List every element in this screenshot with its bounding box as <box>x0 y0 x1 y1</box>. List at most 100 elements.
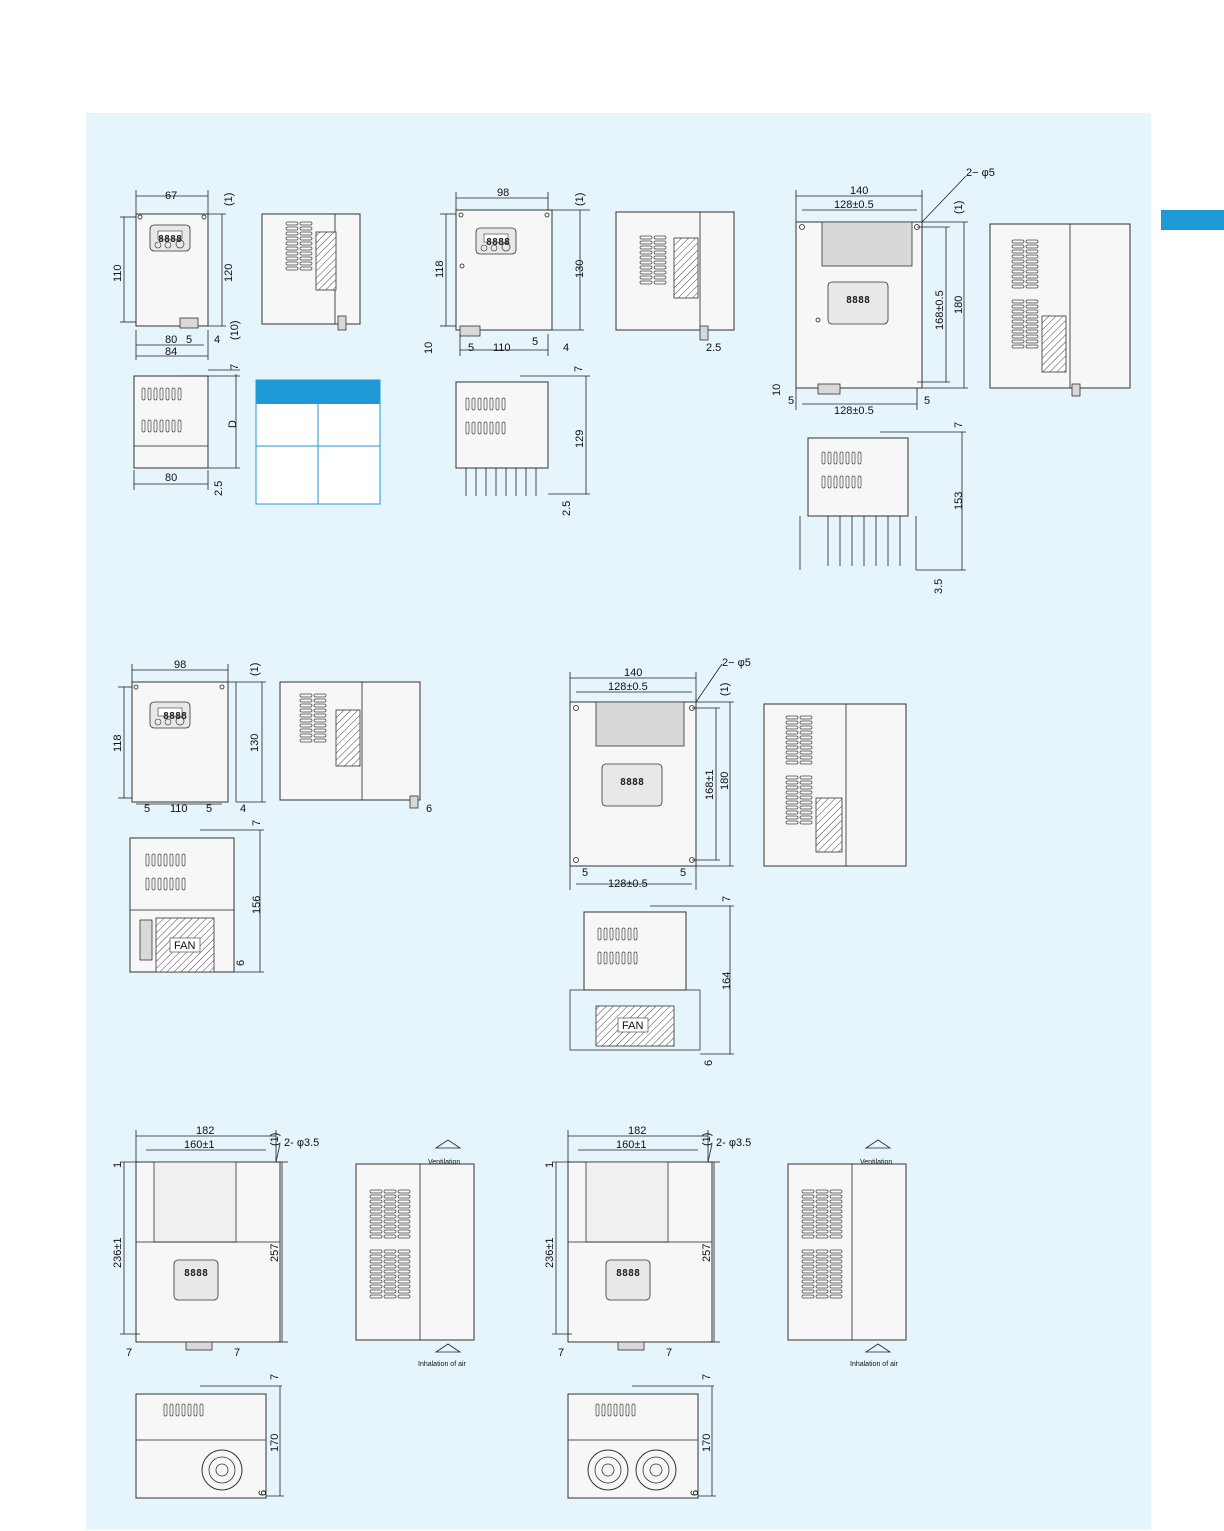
d4-dim-4: 4 <box>240 803 246 815</box>
d4-dim-110: 110 <box>170 803 188 815</box>
d1-dim-7: 7 <box>229 364 241 370</box>
d6-dim-1: (1) <box>269 1133 281 1146</box>
d5-dim-hole: 2− φ5 <box>722 657 751 669</box>
d2-dim-5b: 5 <box>532 336 538 348</box>
drawing-5: 8888 140 128±0.5 2− φ5 (1) 168±1 180 5 1… <box>569 657 907 1066</box>
d1-bottom-view <box>133 375 240 469</box>
d4-dim-118: 118 <box>112 734 124 752</box>
d3-dim-168: 168±0.5 <box>934 290 946 330</box>
d2-dim-10: 10 <box>423 342 435 354</box>
d7-display: 8888 <box>616 1268 640 1279</box>
d7-dim-1: (1) <box>701 1133 713 1146</box>
d3-dim-180: 180 <box>953 296 965 314</box>
d2-dim-98: 98 <box>497 187 509 199</box>
d6-dim-7b: 7 <box>234 1347 240 1359</box>
d5-side-view <box>763 703 907 867</box>
d3-dim-5a: 5 <box>788 395 794 407</box>
d1-d-table <box>255 379 381 505</box>
d7-dim-236: 236±1 <box>544 1237 556 1268</box>
d5-fan-label: FAN <box>622 1020 643 1032</box>
d7-dim-160: 160±1 <box>616 1139 647 1151</box>
d1-dim-80: 80 <box>165 334 177 346</box>
d4-dim-6b: 6 <box>235 960 247 966</box>
drawing-6: 8888 182 160±1 (1) 2- φ3.5 1 236±1 257 7… <box>112 1125 475 1499</box>
d2-display: 8888 <box>486 237 510 248</box>
d2-dim-7: 7 <box>573 366 585 372</box>
d3-front-view: 8888 <box>795 221 923 395</box>
d3-dim-140: 140 <box>850 185 868 197</box>
d2-dim-110: 110 <box>493 342 511 354</box>
d4-dim-5a: 5 <box>144 803 150 815</box>
section-tab <box>1161 210 1224 230</box>
d4-fan-label: FAN <box>174 940 195 952</box>
d5-dim-140: 140 <box>624 667 642 679</box>
d5-dim-180: 180 <box>719 772 731 790</box>
d1-side-view <box>261 213 361 331</box>
d6-display: 8888 <box>184 1268 208 1279</box>
d4-display: 8888 <box>163 711 187 722</box>
d1-dim-10: (10) <box>229 320 241 340</box>
d6-dim-1b: 1 <box>112 1162 124 1168</box>
d4-dim-156: 156 <box>251 896 263 914</box>
d5-dim-7: 7 <box>721 896 733 902</box>
d1-front-view: 8888 <box>135 213 209 329</box>
d4-bottom-view: FAN <box>129 829 264 973</box>
d3-dim-1: (1) <box>953 201 965 214</box>
d2-dim-5a: 5 <box>468 342 474 354</box>
d7-dim-170: 170 <box>701 1434 713 1452</box>
d7-dim-7a: 7 <box>558 1347 564 1359</box>
d3-side-view <box>989 223 1131 397</box>
d5-dim-1: (1) <box>719 683 731 696</box>
d6-dim-7c: 7 <box>269 1374 281 1380</box>
d1-display: 8888 <box>158 234 182 245</box>
d6-dim-170: 170 <box>269 1434 281 1452</box>
drawing-3: 8888 140 128±0.5 2− φ5 (1) 168±0.5 180 1… <box>771 167 1131 594</box>
d1-dim-1: (1) <box>223 193 235 206</box>
d7-dim-182: 182 <box>628 1125 646 1137</box>
d7-bottom-view <box>567 1385 716 1499</box>
d2-dim-2-5a: 2.5 <box>706 342 721 354</box>
drawing-4: 8888 98 (1) 118 130 5 110 5 4 6 <box>112 659 432 973</box>
d6-dim-6: 6 <box>257 1490 269 1496</box>
d2-dim-129: 129 <box>574 430 586 448</box>
d6-dim-257: 257 <box>269 1244 281 1262</box>
d2-dim-1: (1) <box>574 193 586 206</box>
d5-dim-6: 6 <box>703 1060 715 1066</box>
d5-dim-168: 168±1 <box>704 769 716 800</box>
d7-dim-257: 257 <box>701 1244 713 1262</box>
d1-dim-5: 5 <box>186 334 192 346</box>
d4-dim-98: 98 <box>174 659 186 671</box>
d6-ventilation-label: Ventilation <box>428 1159 460 1166</box>
d7-dim-6: 6 <box>689 1490 701 1496</box>
d3-dim-5b: 5 <box>924 395 930 407</box>
d5-front-view: 8888 <box>569 701 697 867</box>
d5-dim-164: 164 <box>721 972 733 990</box>
d5-display: 8888 <box>620 777 644 788</box>
d3-dim-153: 153 <box>953 492 965 510</box>
d3-display: 8888 <box>846 295 870 306</box>
d5-dim-5b: 5 <box>680 867 686 879</box>
d2-dim-2-5b: 2.5 <box>561 501 573 516</box>
d1-dim-120: 120 <box>223 264 235 282</box>
d3-dim-hole: 2− φ5 <box>966 167 995 179</box>
d1-dim-67: 67 <box>165 190 177 202</box>
d4-dim-5b: 5 <box>206 803 212 815</box>
d7-side-view <box>787 1139 907 1353</box>
d6-dim-160: 160±1 <box>184 1139 215 1151</box>
d1-dim-80b: 80 <box>165 472 177 484</box>
d4-front-view: 8888 <box>131 681 237 803</box>
d6-side-view <box>355 1139 475 1353</box>
d3-dim-128: 128±0.5 <box>834 199 874 211</box>
drawing-2: 8888 98 (1) 118 130 10 5 110 5 4 2.5 <box>423 187 735 516</box>
d6-dim-182: 182 <box>196 1125 214 1137</box>
d7-dim-7c: 7 <box>701 1374 713 1380</box>
d7-ventilation-label: Ventilation <box>860 1159 892 1166</box>
d4-side-view <box>279 681 421 809</box>
drawing-7: 8888 182 160±1 (1) 2- φ3.5 1 236±1 257 7… <box>544 1125 907 1499</box>
d1-dim-84: 84 <box>165 346 177 358</box>
d2-side-view <box>615 211 735 341</box>
d6-front-view: 8888 <box>135 1161 281 1351</box>
d4-dim-6: 6 <box>426 803 432 815</box>
d7-dim-hole: 2- φ3.5 <box>716 1137 751 1149</box>
